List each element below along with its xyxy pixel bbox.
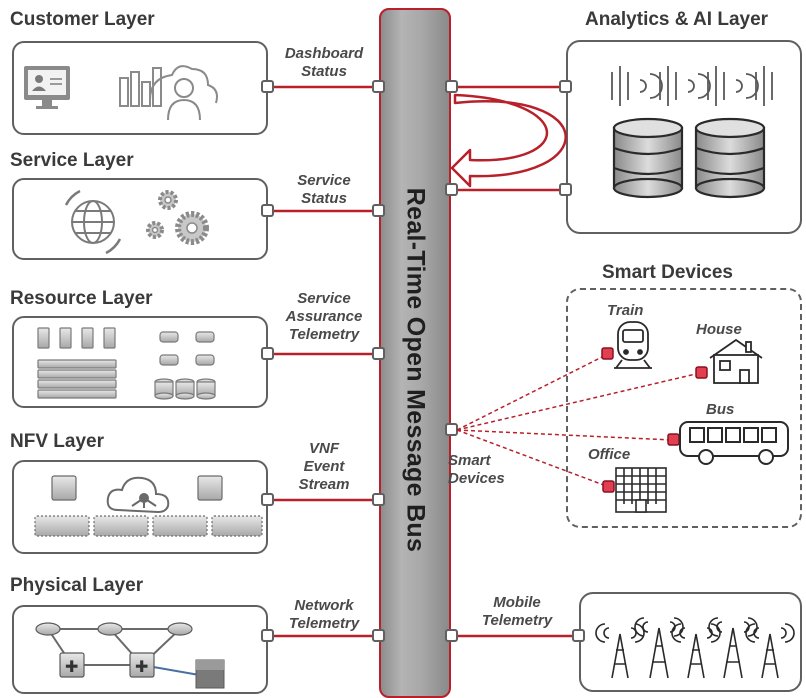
house-connector	[695, 366, 708, 379]
left-connectors	[268, 85, 579, 638]
mobile-telemetry-label: Mobile Telemetry	[481, 594, 553, 629]
connector-square	[261, 629, 274, 642]
house-icon	[709, 338, 763, 384]
analytics-layer-title: Analytics & AI Layer	[585, 9, 769, 30]
network-telemetry-label: Network Telemetry	[288, 597, 360, 632]
signal-waves-icon	[611, 66, 773, 106]
connector-square	[372, 629, 385, 642]
service-status-label: Service Status	[297, 172, 351, 207]
physical-network-icon: ✚ ✚	[35, 622, 225, 689]
connector-square	[445, 80, 458, 93]
connector-square	[372, 347, 385, 360]
monitor-icon	[24, 66, 70, 109]
connector-square	[261, 204, 274, 217]
globe-icon	[64, 189, 122, 255]
connector-square	[261, 493, 274, 506]
connector-square	[372, 80, 385, 93]
dashboard-status-label: Dashboard Status	[284, 45, 364, 80]
connector-square	[445, 183, 458, 196]
connector-square	[559, 183, 572, 196]
network-devices-icon	[154, 331, 216, 400]
office-connector	[602, 480, 615, 493]
connector-squares	[261, 80, 585, 642]
connector-square	[445, 629, 458, 642]
svg-text:✚: ✚	[65, 657, 78, 676]
connector-square	[372, 204, 385, 217]
cell-towers-icon	[595, 617, 795, 679]
resource-layer-title: Resource Layer	[10, 288, 153, 309]
bus-label: Bus	[706, 401, 735, 418]
bar-chart-user-icon	[119, 65, 218, 121]
customer-layer-title: Customer Layer	[10, 9, 155, 30]
smart-devices-box	[566, 288, 802, 528]
service-layer-box	[12, 178, 268, 260]
service-layer-title: Service Layer	[10, 150, 134, 171]
train-label: Train	[607, 302, 644, 319]
connector-square	[261, 80, 274, 93]
train-connector	[601, 347, 614, 360]
smart-devices-link-label: Smart Devices	[448, 452, 505, 487]
house-label: House	[696, 321, 742, 338]
connector-square	[372, 493, 385, 506]
feedback-loop-arrow-icon	[450, 93, 567, 188]
physical-layer-title: Physical Layer	[10, 575, 144, 596]
connector-square	[572, 629, 585, 642]
cloud-network-icon	[106, 476, 170, 514]
bus-connector	[667, 433, 680, 446]
train-icon	[614, 321, 652, 369]
connector-square	[261, 347, 274, 360]
svg-text:✚: ✚	[135, 657, 148, 676]
mobile-towers-box	[579, 592, 802, 692]
smart-devices-title: Smart Devices	[602, 262, 733, 283]
connector-square	[559, 80, 572, 93]
nfv-layer-title: NFV Layer	[10, 431, 104, 452]
gears-icon	[146, 190, 209, 245]
connector-square	[445, 423, 458, 436]
physical-layer-box	[12, 605, 268, 694]
smart-device-links	[456, 353, 701, 488]
bus-icon	[679, 421, 789, 465]
database-icon	[612, 117, 766, 199]
storage-devices-icon	[37, 327, 117, 399]
service-assurance-telemetry-label: Service Assurance Telemetry	[285, 290, 363, 343]
office-label: Office	[588, 446, 631, 463]
office-icon	[615, 467, 667, 513]
vnf-servers-icon	[34, 475, 263, 537]
vnf-event-stream-label: VNF Event Stream	[298, 440, 350, 493]
